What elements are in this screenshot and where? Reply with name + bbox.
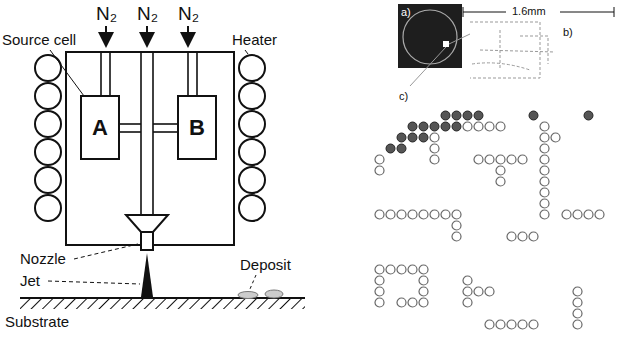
part-label: Source cell	[2, 31, 76, 48]
gas-label: N₂	[178, 3, 199, 24]
gas-arrows	[106, 26, 188, 44]
zoom-line	[410, 47, 446, 86]
gas-label: N₂	[137, 3, 158, 24]
jet	[141, 253, 153, 297]
leader-lines	[48, 50, 256, 289]
panel-label: b)	[563, 26, 573, 38]
micrograph-panel	[398, 4, 462, 68]
deposit-blob	[238, 292, 258, 299]
zoom-marker	[443, 41, 449, 47]
heater-coils	[35, 55, 265, 221]
substrate-surface	[20, 297, 305, 299]
deposit-blob	[265, 290, 283, 298]
part-label: Heater	[232, 31, 277, 48]
zoom-line	[449, 34, 470, 44]
source-cell-box: B	[177, 95, 217, 160]
micrograph-sketch	[470, 22, 555, 78]
dot-pattern	[374, 110, 605, 330]
nozzle-funnel	[126, 215, 168, 232]
scale-label: 1.6mm	[512, 5, 546, 17]
panel-label: c)	[399, 90, 408, 102]
gas-label: N₂	[96, 3, 117, 24]
panel-label: a)	[401, 6, 411, 18]
housing	[66, 52, 234, 245]
cell-letter: B	[189, 116, 205, 140]
substrate-hatch	[20, 298, 305, 309]
cell-letter: A	[92, 116, 108, 140]
source-cell-box: A	[80, 95, 120, 160]
part-label: Jet	[20, 272, 40, 289]
nozzle-tip	[141, 232, 153, 250]
wafer-outline	[403, 10, 457, 64]
part-label: Nozzle	[20, 250, 66, 267]
part-label: Substrate	[5, 313, 69, 330]
part-label: Deposit	[240, 256, 291, 273]
